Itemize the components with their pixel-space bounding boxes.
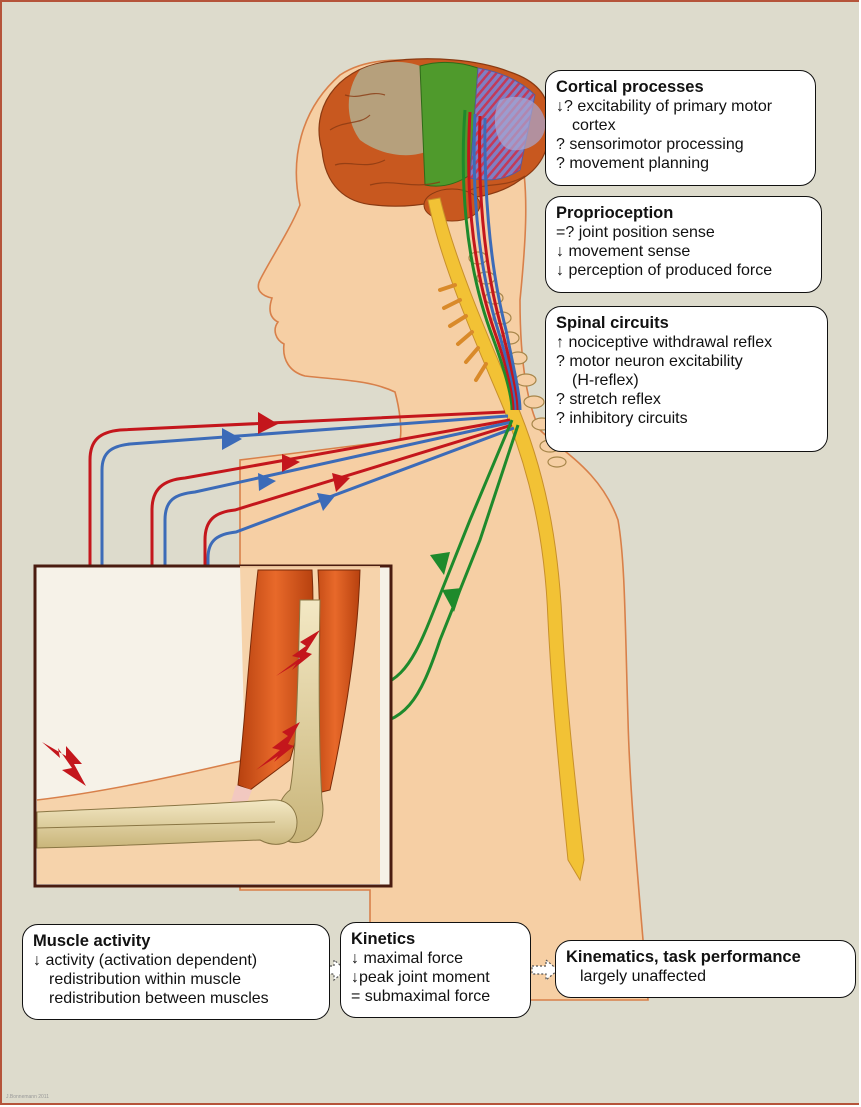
box-line: redistribution within muscle [33,970,319,989]
box-line: ↑ nociceptive withdrawal reflex [556,333,817,352]
box-title: Spinal circuits [556,314,817,333]
kinematics-box: Kinematics, task performance largely una… [555,940,856,998]
box-line: ↓peak joint moment [351,968,520,987]
box-line: ? stretch reflex [556,390,817,409]
artist-credit: J.Bonnemann 2011 [6,1094,49,1100]
box-line: redistribution between muscles [33,989,319,1008]
box-title: Cortical processes [556,78,805,97]
box-line: ↓ perception of produced force [556,261,811,280]
box-line: largely unaffected [566,967,845,986]
box-line: ↓? excitability of primary motor [556,97,805,116]
box-line: cortex [556,116,805,135]
box-title: Kinematics, task performance [566,948,845,967]
box-line: ↓ movement sense [556,242,811,261]
box-line: = submaximal force [351,987,520,1006]
muscle-activity-box: Muscle activity ↓ activity (activation d… [22,924,330,1020]
cortical-processes-box: Cortical processes ↓? excitability of pr… [545,70,816,186]
kinetics-box: Kinetics ↓ maximal force ↓peak joint mom… [340,922,531,1018]
box-line: ↓ activity (activation dependent) [33,951,319,970]
box-title: Proprioception [556,204,811,223]
box-line: ↓ maximal force [351,949,520,968]
arm-inset [35,566,391,886]
box-title: Kinetics [351,930,520,949]
proprioception-box: Proprioception =? joint position sense ↓… [545,196,822,293]
box-line: =? joint position sense [556,223,811,242]
box-title: Muscle activity [33,932,319,951]
box-line: (H-reflex) [556,371,817,390]
box-line: ? movement planning [556,154,805,173]
spinal-circuits-box: Spinal circuits ↑ nociceptive withdrawal… [545,306,828,452]
box-line: ? motor neuron excitability [556,352,817,371]
box-line: ? inhibitory circuits [556,409,817,428]
box-line: ? sensorimotor processing [556,135,805,154]
